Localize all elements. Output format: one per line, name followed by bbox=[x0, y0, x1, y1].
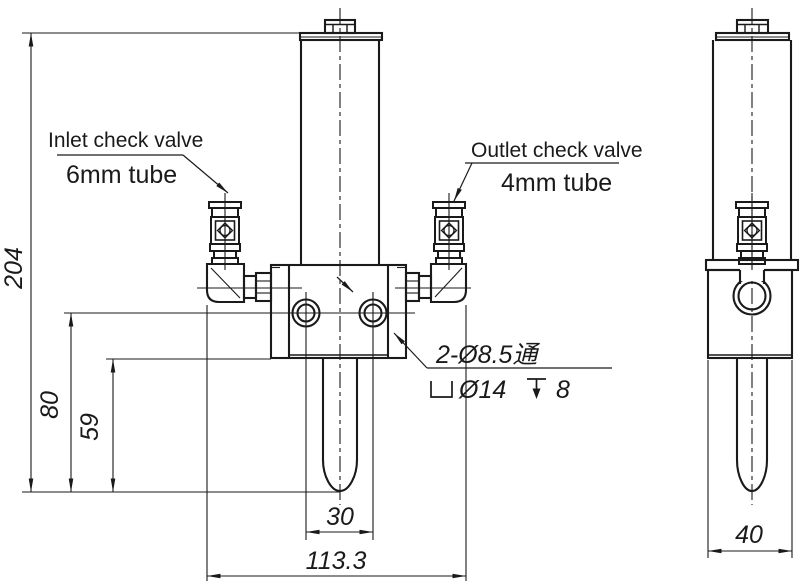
dim-text-40: 40 bbox=[735, 521, 763, 549]
outlet-check-valve-fitting bbox=[431, 191, 467, 272]
side-cylinder bbox=[711, 40, 793, 260]
inlet-check-valve-fitting bbox=[207, 191, 243, 272]
outlet-leader-arrow bbox=[453, 162, 473, 202]
hole-note-cbore-depth: 8 bbox=[556, 376, 570, 404]
side-top-plate bbox=[714, 31, 791, 42]
note-symbols bbox=[430, 378, 546, 399]
dim-text-113: 113.3 bbox=[306, 547, 367, 575]
dimension-lines bbox=[22, 32, 793, 581]
outlet-elbow-fitting bbox=[395, 262, 471, 304]
side-view bbox=[704, 8, 800, 505]
dim-text-204: 204 bbox=[0, 247, 28, 290]
side-nozzle bbox=[735, 358, 769, 493]
side-check-valve-fitting bbox=[734, 191, 770, 272]
inlet-leader-arrow bbox=[182, 154, 229, 194]
dim-text-30: 30 bbox=[326, 503, 354, 531]
outlet-tube-label: 4mm tube bbox=[501, 169, 612, 197]
side-elbow-ring bbox=[732, 268, 772, 316]
outlet-label: Outlet check valve bbox=[471, 139, 643, 162]
front-nozzle bbox=[321, 358, 359, 493]
hole-note-cbore-dia: Ø14 bbox=[458, 376, 506, 404]
counterbore-icon bbox=[430, 381, 453, 398]
hole-leader-upper-arrow bbox=[336, 276, 354, 293]
inlet-label: Inlet check valve bbox=[48, 129, 203, 152]
front-top-plate bbox=[298, 31, 384, 42]
front-top-bolt bbox=[323, 18, 357, 35]
front-view bbox=[64, 8, 471, 505]
inlet-elbow-fitting bbox=[197, 262, 302, 304]
front-cylinder bbox=[299, 40, 381, 265]
dim-text-59: 59 bbox=[76, 413, 104, 441]
hole-leader-lower-arrow bbox=[393, 332, 428, 369]
inlet-tube-label: 6mm tube bbox=[66, 161, 177, 189]
dim-text-80: 80 bbox=[36, 391, 64, 419]
hole-note-line1: 2-Ø8.5通 bbox=[435, 341, 540, 369]
leader-lines bbox=[57, 154, 619, 369]
depth-icon bbox=[527, 378, 546, 399]
